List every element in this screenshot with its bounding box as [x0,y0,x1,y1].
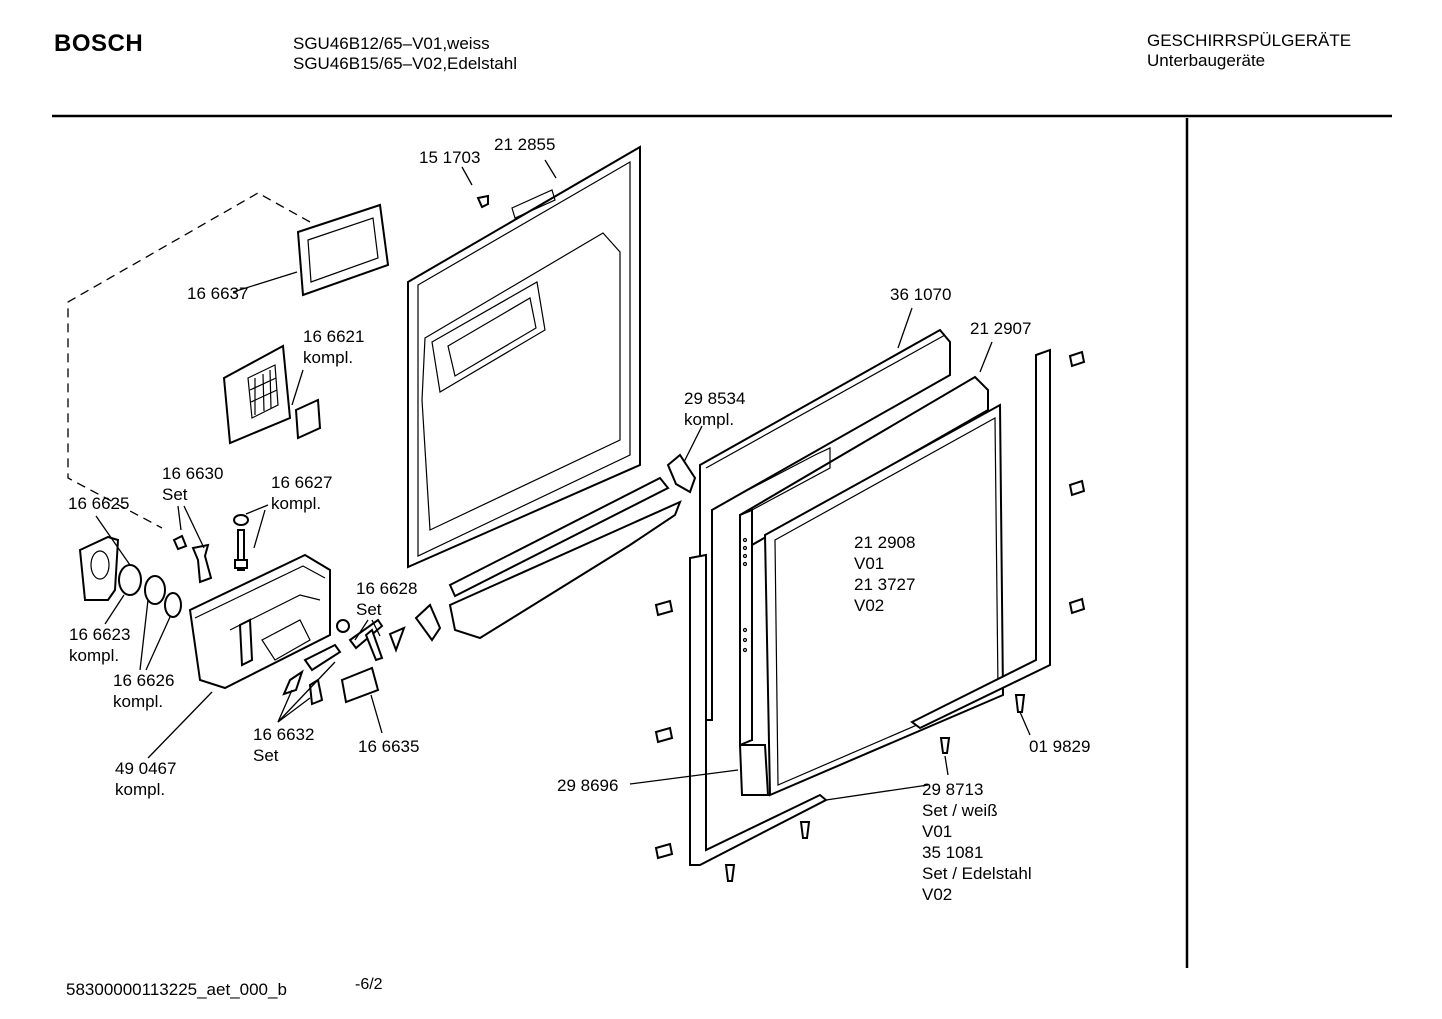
part-label-166628-line-1: Set [356,600,382,619]
part-label-166637-line-0: 16 6637 [187,284,248,303]
latch-166632 [282,669,304,696]
ball-166628 [336,619,350,633]
part-label-166625-line-0: 16 6625 [68,494,129,513]
part-label-166621-line-0: 16 6621 [303,327,364,346]
part-label-212908-line-0: 21 2908 [854,533,915,552]
part-label-166627-line-1: kompl. [271,494,321,513]
pin-166630 [172,534,213,584]
bottom-seal-strip [448,476,682,640]
part-label-298713-line-2: V01 [922,822,952,841]
model-line-1: SGU46B12/65–V01,weiss [293,34,490,53]
inner-door-panel [407,145,641,569]
dispenser-module-housing [188,553,331,690]
part-label-212908-line-1: V01 [854,554,884,573]
part-label-298534-line-1: kompl. [684,410,734,429]
part-label-212907-line-0: 21 2907 [970,319,1031,338]
category-line-2: Unterbaugeräte [1147,51,1266,70]
part-label-166621-line-1: kompl. [303,348,353,367]
part-number-labels: 15 1703 21 2855 16 6637 16 6621 kompl. 16 663… [68,135,1090,904]
screw-151703 [476,194,489,209]
part-label-298713-line-1: Set / weiß [922,801,998,820]
part-label-490467-line-0: 49 0467 [115,759,176,778]
part-label-298713-line-0: 29 8713 [922,780,983,799]
part-label-151703-line-0: 15 1703 [419,148,480,167]
dashed-assembly-guide [67,192,311,529]
latch-clip [414,603,442,642]
part-label-166623-line-1: kompl. [69,646,119,665]
control-knob-cover [78,535,120,601]
category-line-1: GESCHIRRSPÜLGERÄTE [1147,31,1352,50]
lever-166632 [303,643,342,672]
hinge-bracket [666,453,697,494]
right-frame-profile [910,348,1051,730]
valve-166627 [233,514,249,571]
dispenser-seal [294,398,322,440]
part-label-166630-line-0: 16 6630 [162,464,223,483]
part-label-019829-line-0: 01 9829 [1029,737,1090,756]
seal-ring-16-6626 [164,592,182,618]
part-label-166630-line-1: Set [162,485,188,504]
switch-166635 [340,666,380,704]
pin-166628 [364,628,384,662]
brand-logo: BOSCH [54,30,144,57]
seal-ring-16-6623 [118,564,142,596]
part-label-298713-line-5: V02 [922,885,952,904]
part-label-212855-line-0: 21 2855 [494,135,555,154]
spring-166628 [388,626,406,653]
part-label-166632-line-1: Set [253,746,279,765]
part-label-166627-line-0: 16 6627 [271,473,332,492]
screws [654,350,1086,882]
model-line-2: SGU46B15/65–V02,Edelstahl [293,54,517,73]
part-label-298713-line-3: 35 1081 [922,843,983,862]
bushing-16-6626 [144,575,166,605]
part-label-490467-line-1: kompl. [115,780,165,799]
part-label-298713-line-4: Set / Edelstahl [922,864,1032,883]
part-label-166628-line-0: 16 6628 [356,579,417,598]
part-label-298696-line-0: 29 8696 [557,776,618,795]
control-strip [739,508,753,747]
trim-piece-298696 [738,744,770,796]
part-label-212908-line-3: V02 [854,596,884,615]
footer-page-number: -6/2 [355,976,383,993]
part-label-212908-line-2: 21 3727 [854,575,915,594]
part-label-166635-line-0: 16 6635 [358,737,419,756]
spring-166632 [308,678,324,706]
footer-doc-id: 58300000113225_aet_000_b [66,980,287,999]
part-label-298534-line-0: 29 8534 [684,389,745,408]
dispenser-seal-frame [296,203,390,297]
leader-lines [95,159,1031,801]
part-label-166623-line-0: 16 6623 [69,625,130,644]
part-label-166626-line-1: kompl. [113,692,163,711]
dispenser-housing [222,344,322,445]
part-label-166632-line-0: 16 6632 [253,725,314,744]
part-label-166626-line-0: 16 6626 [113,671,174,690]
part-label-361070-line-0: 36 1070 [890,285,951,304]
left-frame-profile [689,553,828,866]
